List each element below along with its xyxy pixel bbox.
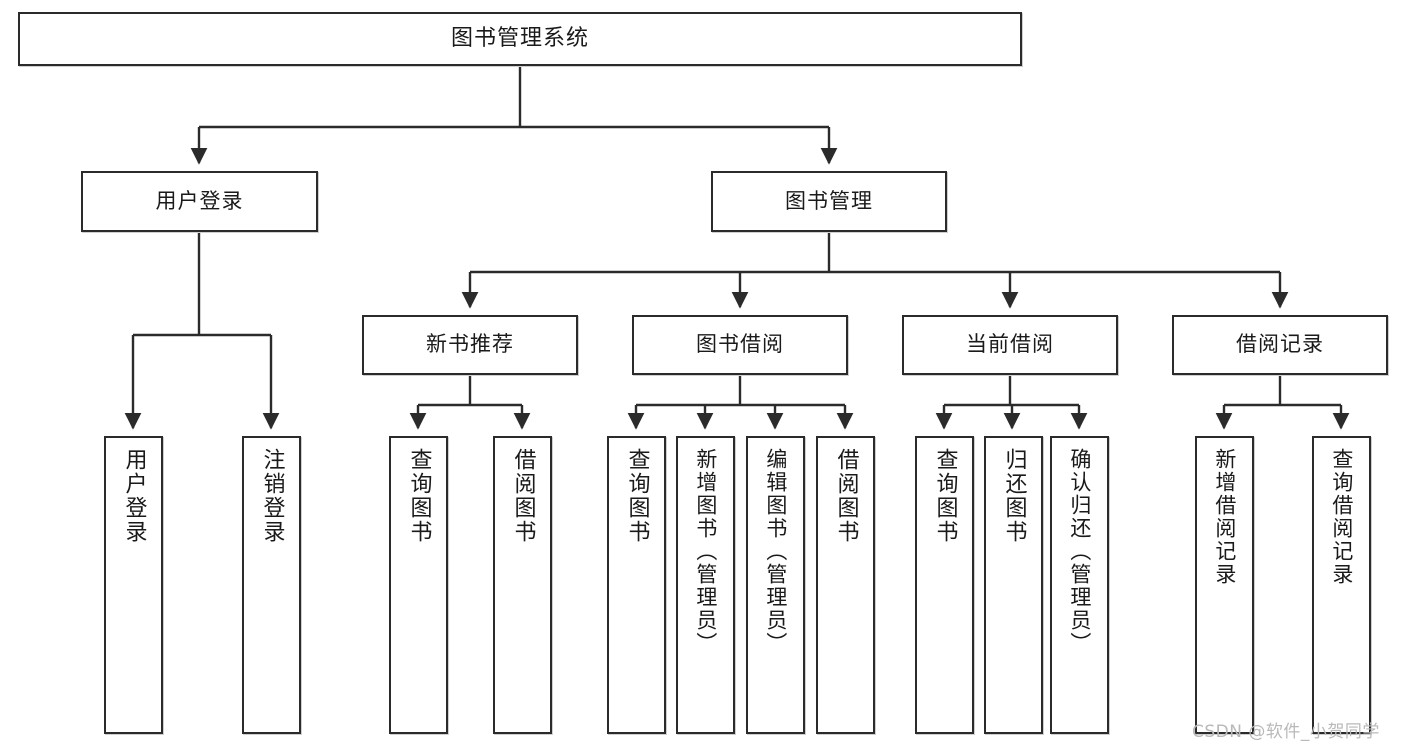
node-label: 新增借阅记录: [1212, 448, 1237, 586]
node-book-borrowing[interactable]: 图书借阅: [632, 315, 848, 375]
node-label: 归还图书: [1001, 448, 1027, 544]
leaf-query-borrow-record[interactable]: 查询借阅记录: [1312, 436, 1371, 734]
leaf-query-book-current[interactable]: 查询图书: [915, 436, 974, 734]
node-label: 图书管理系统: [450, 25, 589, 51]
leaf-confirm-return-admin[interactable]: 确认归还（管理员）: [1050, 436, 1109, 734]
leaf-return-book[interactable]: 归还图书: [984, 436, 1043, 734]
node-new-book-recommendation[interactable]: 新书推荐: [362, 315, 578, 375]
leaf-borrow-book-borrowing[interactable]: 借阅图书: [816, 436, 875, 734]
node-label: 查询借阅记录: [1329, 448, 1354, 586]
node-book-management[interactable]: 图书管理: [711, 171, 947, 232]
node-user-login[interactable]: 用户登录: [81, 171, 318, 232]
csdn-watermark: CSDN @软件_小贺同学: [1192, 722, 1380, 742]
node-label: 查询图书: [932, 448, 958, 544]
node-label: 借阅记录: [1236, 332, 1324, 357]
leaf-edit-book-admin[interactable]: 编辑图书（管理员）: [746, 436, 805, 734]
leaf-add-borrow-record[interactable]: 新增借阅记录: [1195, 436, 1254, 734]
node-label: 图书管理: [785, 188, 873, 213]
node-borrowing-record[interactable]: 借阅记录: [1172, 315, 1388, 375]
node-label: 注销登录: [259, 448, 285, 544]
node-label: 用户登录: [155, 188, 244, 213]
node-label: 编辑图书（管理员）: [763, 448, 788, 655]
node-label: 查询图书: [406, 448, 432, 544]
node-label: 借阅图书: [510, 448, 536, 544]
node-label: 新增图书（管理员）: [693, 448, 718, 655]
leaf-query-book-new-recommend[interactable]: 查询图书: [389, 436, 448, 734]
leaf-borrow-book-new-recommend[interactable]: 借阅图书: [493, 436, 552, 734]
leaf-user-login[interactable]: 用户登录: [104, 436, 163, 734]
node-book-management-system[interactable]: 图书管理系统: [18, 12, 1022, 66]
node-current-borrowing[interactable]: 当前借阅: [902, 315, 1118, 375]
node-label: 用户登录: [121, 448, 147, 544]
leaf-query-book-borrowing[interactable]: 查询图书: [607, 436, 666, 734]
leaf-logout[interactable]: 注销登录: [242, 436, 301, 734]
node-label: 查询图书: [624, 448, 650, 544]
node-label: 新书推荐: [426, 332, 514, 357]
node-label: 图书借阅: [696, 332, 784, 357]
node-label: 当前借阅: [966, 332, 1054, 357]
node-label: 确认归还（管理员）: [1067, 448, 1092, 655]
node-label: 借阅图书: [833, 448, 859, 544]
leaf-add-book-admin[interactable]: 新增图书（管理员）: [676, 436, 735, 734]
